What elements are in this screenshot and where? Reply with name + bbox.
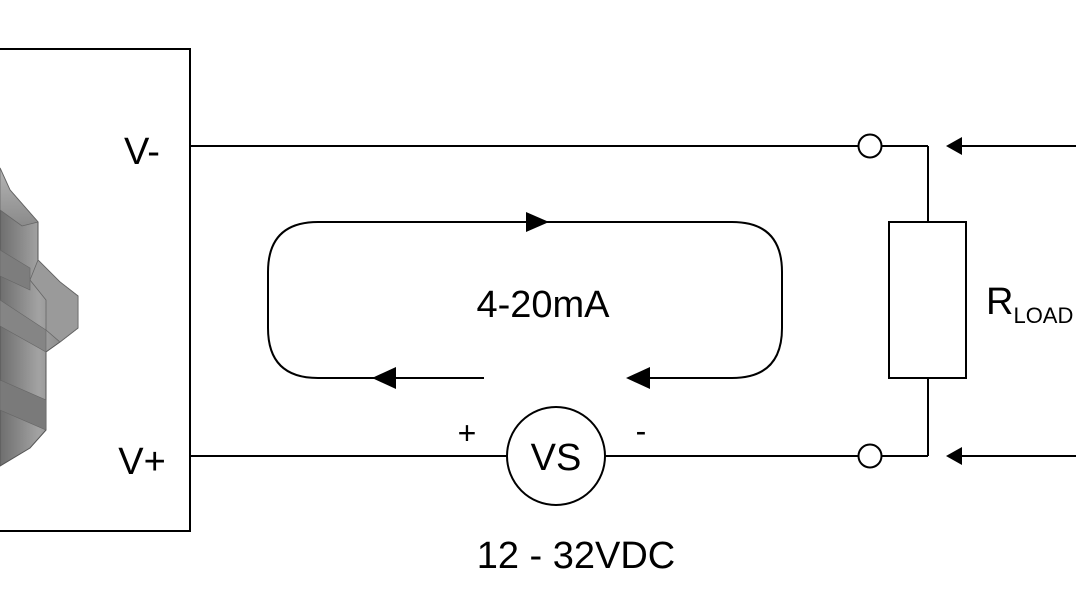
transmitter-box [0, 48, 191, 532]
terminal-label-v-plus: V+ [118, 441, 166, 483]
loop-arrow-bottom-right [626, 367, 650, 389]
load-resistor [888, 221, 967, 379]
arrow-left-bottom [946, 447, 962, 465]
voltage-source-label: VS [531, 437, 582, 479]
source-plus-sign: + [458, 415, 477, 451]
current-loop-path [267, 221, 783, 379]
source-minus-sign: - [636, 413, 647, 449]
terminal-circle-top [857, 133, 883, 159]
current-loop [267, 212, 783, 389]
load-label: RLOAD [986, 281, 1073, 328]
voltage-source [506, 406, 606, 506]
load-label-main: R [986, 281, 1013, 323]
transmitter-device [0, 48, 191, 532]
loop-label: 4-20mA [476, 284, 610, 326]
sensor-illustration [0, 167, 79, 467]
terminal-label-v-minus: V- [124, 131, 160, 173]
loop-arrow-bottom-left [372, 367, 396, 389]
source-voltage-range: 12 - 32VDC [477, 535, 676, 577]
load-label-subscript: LOAD [1013, 303, 1073, 328]
arrow-left-top [946, 137, 962, 155]
loop-arrow-top-right [526, 212, 549, 232]
terminal-circle-bottom [857, 443, 883, 469]
